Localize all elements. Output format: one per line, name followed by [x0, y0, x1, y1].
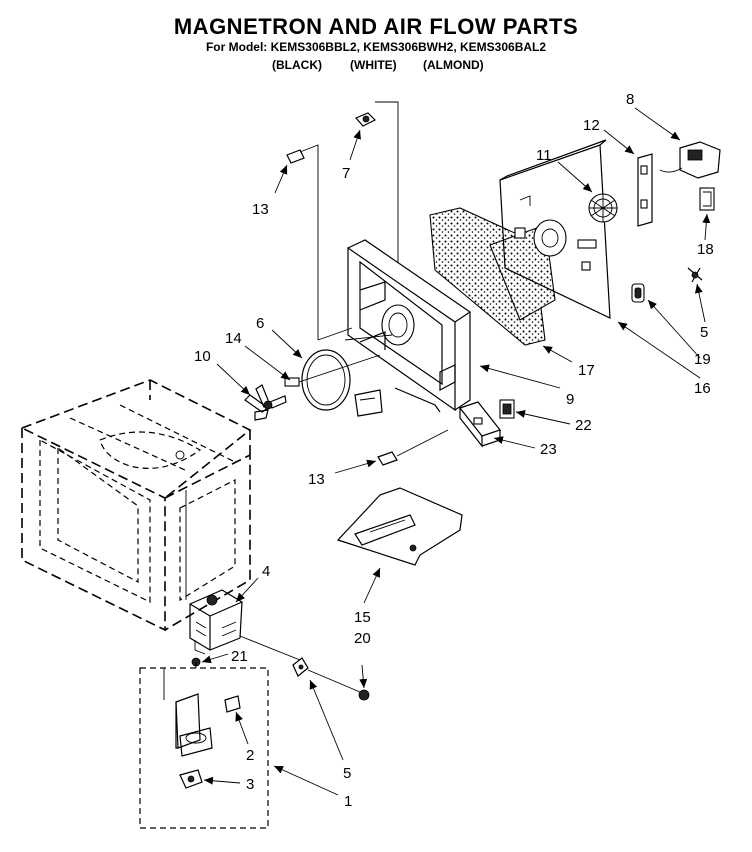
callout-23: 23	[540, 441, 557, 458]
model-list: For Model: KEMS306BBL2, KEMS306BWH2, KEM…	[205, 40, 547, 54]
callout-8: 8	[626, 91, 634, 108]
callout-3: 3	[246, 776, 254, 793]
callout-2: 2	[246, 747, 254, 764]
callout-15: 15	[354, 609, 371, 626]
callout-5-lower: 5	[343, 765, 351, 782]
oven-cavity-outline	[21, 379, 252, 632]
callout-11: 11	[536, 147, 552, 164]
callout-13-lower: 13	[308, 471, 325, 488]
callout-5-upper: 5	[700, 324, 708, 341]
color-black-label: (BLACK)	[272, 58, 322, 72]
callout-1: 1	[344, 793, 352, 810]
callout-4: 4	[262, 563, 270, 580]
base-bracket	[459, 401, 501, 448]
callout-10: 10	[194, 348, 211, 365]
grommet-19	[631, 283, 645, 303]
color-white-label: (WHITE)	[350, 58, 397, 72]
stirrer-shaft	[284, 354, 381, 387]
callout-18: 18	[697, 241, 714, 258]
screw-13-lower	[377, 429, 449, 466]
thermal-cutout-kit	[139, 662, 269, 829]
color-almond-label: (ALMOND)	[423, 58, 484, 72]
fan-bracket	[637, 153, 653, 227]
callout-22: 22	[575, 417, 592, 434]
screw-20	[307, 669, 370, 701]
clip-18	[699, 187, 715, 211]
callout-7: 7	[342, 165, 350, 182]
waveguide-bracket	[354, 389, 383, 417]
leader-arrows	[201, 107, 711, 796]
callout-17: 17	[578, 362, 595, 379]
callout-13-upper: 13	[252, 201, 269, 218]
magnetron	[185, 490, 243, 655]
callout-14: 14	[225, 330, 242, 347]
bracket-7	[354, 101, 399, 262]
gasket-ring	[301, 327, 393, 411]
fan-motor	[659, 141, 721, 179]
callout-21: 21	[231, 648, 248, 665]
fan-blade	[588, 193, 618, 223]
callout-19: 19	[694, 351, 711, 368]
stirrer-blade	[244, 384, 287, 421]
rear-panel	[499, 139, 611, 319]
callout-12: 12	[583, 117, 600, 134]
callout-20: 20	[354, 630, 371, 647]
clip-22	[499, 399, 515, 419]
callout-16: 16	[694, 380, 711, 397]
air-guide	[336, 487, 463, 566]
clip-5-lower	[292, 657, 309, 677]
screw-13-upper	[286, 144, 319, 340]
callout-6: 6	[256, 315, 264, 332]
diagram-title: MAGNETRON AND AIR FLOW PARTS	[173, 14, 579, 39]
screw-5-upper	[687, 267, 703, 283]
callout-labels: 8 12 11 18 5 19 16 17 9 22 23 13 7 13 6 …	[194, 91, 714, 810]
callout-9: 9	[566, 391, 574, 408]
